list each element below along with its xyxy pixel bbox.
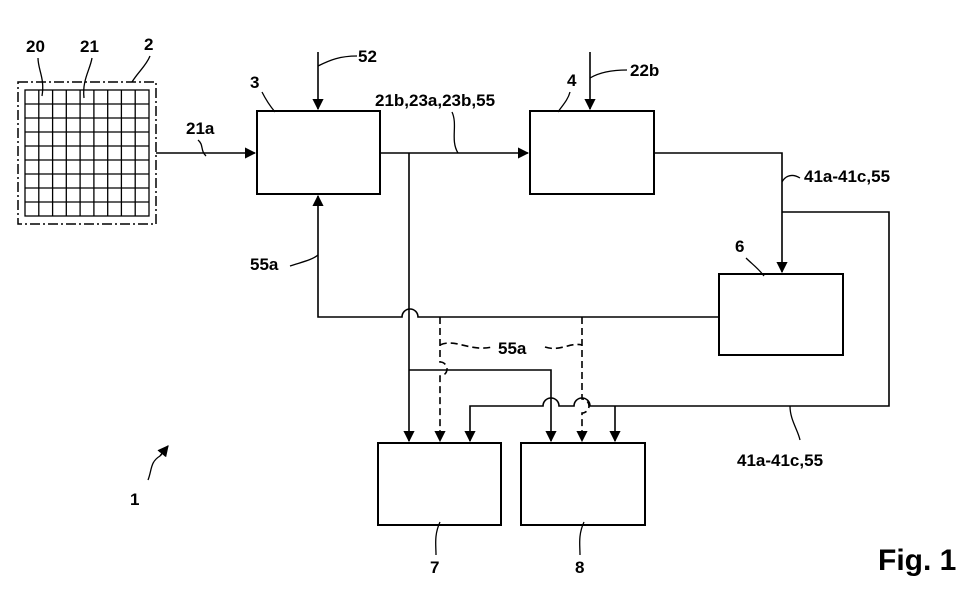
label-ref-7: 7 bbox=[430, 558, 439, 577]
label-ref-4: 4 bbox=[567, 71, 577, 90]
signal-lines bbox=[156, 52, 890, 443]
label-ref-41-top: 41a-41c,55 bbox=[804, 167, 890, 186]
label-ref-1: 1 bbox=[130, 490, 139, 509]
block-4 bbox=[529, 110, 655, 195]
label-ref-21: 21 bbox=[80, 37, 99, 56]
label-ref-41-bottom: 41a-41c,55 bbox=[737, 451, 823, 470]
leader-lines bbox=[37, 55, 801, 556]
block-8 bbox=[520, 442, 646, 526]
figure-label: Fig. 1 bbox=[878, 544, 956, 577]
label-ref-55a-left: 55a bbox=[250, 255, 279, 274]
sensor-array bbox=[17, 81, 157, 225]
label-ref-2: 2 bbox=[144, 35, 153, 54]
label-ref-3: 3 bbox=[250, 73, 259, 92]
label-ref-55a-mid: 55a bbox=[498, 339, 527, 358]
label-ref-6: 6 bbox=[735, 237, 744, 256]
label-ref-22b: 22b bbox=[630, 61, 659, 80]
sensor-grid bbox=[25, 90, 149, 216]
dashed-lines-55a bbox=[434, 317, 590, 443]
block-6 bbox=[718, 273, 844, 356]
label-ref-8: 8 bbox=[575, 558, 584, 577]
label-ref-52: 52 bbox=[358, 47, 377, 66]
label-ref-21a: 21a bbox=[186, 119, 215, 138]
block-3 bbox=[256, 110, 381, 195]
label-ref-21b-23a-23b-55: 21b,23a,23b,55 bbox=[375, 91, 495, 110]
label-ref-20: 20 bbox=[26, 37, 45, 56]
block-7 bbox=[377, 442, 502, 526]
